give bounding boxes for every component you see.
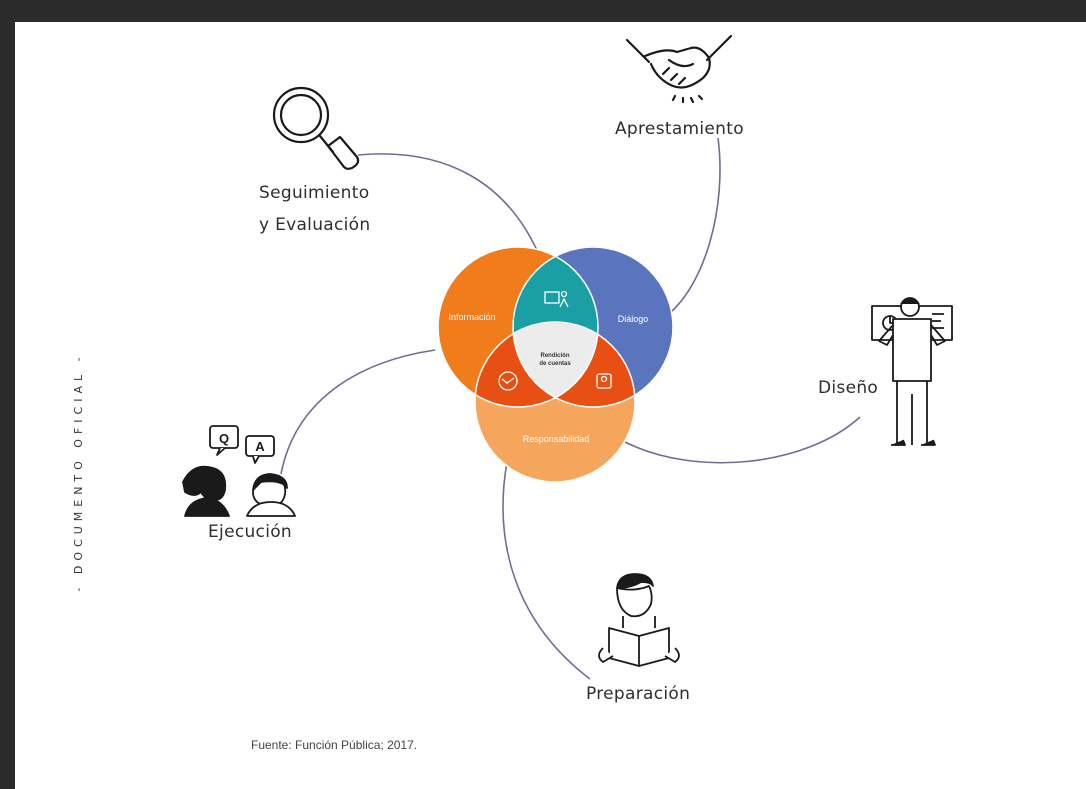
label-dialogo: Diálogo bbox=[618, 314, 649, 324]
connector-ejecucion bbox=[280, 349, 436, 475]
label-responsabilidad: Responsabilidad bbox=[523, 434, 590, 444]
connector-diseno bbox=[624, 416, 861, 464]
presenter-icon bbox=[871, 297, 953, 446]
stage-label-seguimiento-line1: Seguimiento bbox=[259, 183, 370, 203]
people-small-icon bbox=[596, 373, 612, 389]
connector-lines bbox=[280, 137, 861, 680]
stage-label-ejecucion: Ejecución bbox=[208, 522, 292, 542]
connector-apresto bbox=[664, 137, 721, 318]
connector-seguimiento bbox=[357, 153, 543, 263]
stage-label-aprestamiento: Aprestamiento bbox=[615, 119, 744, 139]
a-letter: A bbox=[255, 439, 265, 454]
stage-label-preparacion: Preparación bbox=[586, 684, 691, 704]
connector-preparacion bbox=[502, 461, 591, 680]
side-document-label: - DOCUMENTO OFICIAL - bbox=[72, 352, 85, 592]
q-letter: Q bbox=[219, 431, 229, 446]
stage-label-diseno: Diseño bbox=[818, 378, 879, 398]
accountability-cycle-diagram: Información Diálogo Responsabilidad Rend… bbox=[182, 34, 953, 680]
document-page: Información Diálogo Responsabilidad Rend… bbox=[15, 22, 1086, 789]
source-note: Fuente: Función Pública; 2017. bbox=[251, 738, 418, 752]
handshake-small-icon bbox=[498, 371, 518, 391]
people-board-icon bbox=[544, 290, 569, 308]
reader-icon bbox=[598, 573, 680, 667]
center-title-line2: de cuentas bbox=[539, 361, 571, 367]
label-informacion: Información bbox=[448, 312, 495, 322]
stage-label-seguimiento-line2: y Evaluación bbox=[259, 215, 371, 235]
center-title-line1: Rendición bbox=[540, 353, 569, 359]
magnifier-icon bbox=[272, 86, 360, 170]
qa-people-icon: Q A bbox=[182, 425, 296, 517]
handshake-icon bbox=[625, 34, 733, 104]
venn: Información Diálogo Responsabilidad Rend… bbox=[437, 246, 674, 483]
